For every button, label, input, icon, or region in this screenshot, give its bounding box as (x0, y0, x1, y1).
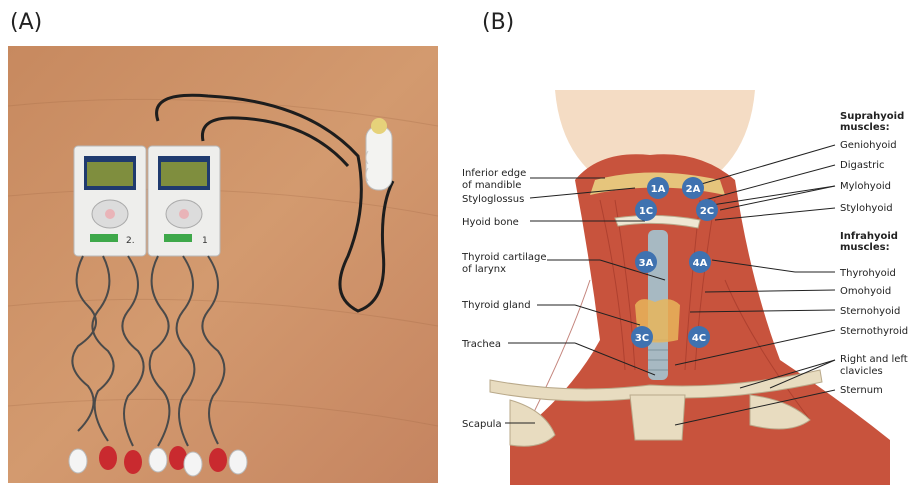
label-infrahyoid-line2: muscles: (840, 242, 890, 253)
electrode-3a: 3A (635, 251, 657, 273)
svg-text:3C: 3C (635, 333, 649, 344)
device-right-number: 1 (202, 236, 208, 246)
label-sternum: Sternum (840, 385, 883, 396)
electrode-2a: 2A (682, 177, 704, 199)
electrode-2c: 2C (696, 199, 718, 221)
label-infrahyoid-line1: Infrahyoid (840, 231, 898, 242)
label-omohyoid: Omohyoid (840, 286, 891, 297)
device-left-number: 2. (126, 236, 135, 246)
sternum (630, 395, 685, 440)
label-trachea: Trachea (461, 339, 501, 350)
label-thyroid-cartilage-line1: Thyroid cartilage (461, 252, 547, 263)
device-photo: 2. 1 (8, 46, 438, 483)
stimulator-device-right: 1 (148, 146, 220, 256)
label-thyrohyoid: Thyrohyoid (839, 268, 896, 279)
svg-text:4A: 4A (693, 258, 708, 269)
electrode-4c: 4C (688, 326, 710, 348)
label-clavicles-line1: Right and left (840, 354, 908, 365)
svg-text:4C: 4C (692, 333, 706, 344)
svg-text:1C: 1C (639, 206, 653, 217)
neck-anatomy-diagram: 1A 2A 1C 2C 3A 4A 3C 4C Inferior edge of… (450, 40, 909, 485)
svg-text:2C: 2C (700, 206, 714, 217)
label-clavicles-line2: clavicles (840, 366, 883, 377)
label-sternohyoid: Sternohyoid (840, 306, 900, 317)
electrode-1a: 1A (647, 177, 669, 199)
panel-a-label: (A) (10, 10, 42, 35)
label-thyroid-gland: Thyroid gland (461, 300, 531, 311)
svg-text:1A: 1A (651, 184, 666, 195)
wooden-table (8, 46, 438, 483)
svg-text:3A: 3A (639, 258, 654, 269)
panel-b-label: (B) (482, 10, 514, 35)
label-thyroid-cartilage-line2: of larynx (462, 264, 506, 275)
electrode-3c: 3C (631, 326, 653, 348)
label-styloglossus: Styloglossus (462, 194, 524, 205)
label-inferior-edge-line1: Inferior edge (462, 168, 526, 179)
stimulator-device-left: 2. (74, 146, 146, 256)
label-mylohyoid: Mylohyoid (840, 181, 891, 192)
label-suprahyoid-line2: muscles: (840, 122, 890, 133)
label-geniohyoid: Geniohyoid (840, 140, 897, 151)
electrode-4a: 4A (689, 251, 711, 273)
svg-text:2A: 2A (686, 184, 701, 195)
label-hyoid-bone: Hyoid bone (462, 217, 519, 228)
label-digastric: Digastric (840, 160, 884, 171)
label-scapula: Scapula (462, 419, 502, 430)
label-stylohyoid: Stylohyoid (840, 203, 893, 214)
hand-switch (366, 118, 392, 190)
label-suprahyoid-line1: Suprahyoid (840, 111, 904, 122)
label-inferior-edge-line2: of mandible (462, 180, 521, 191)
electrode-1c: 1C (635, 199, 657, 221)
label-sternothyroid: Sternothyroid (840, 326, 908, 337)
